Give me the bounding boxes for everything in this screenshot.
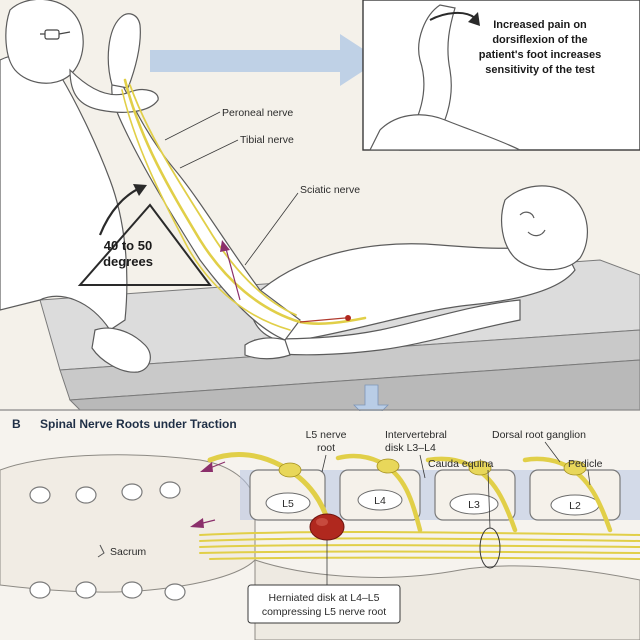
label-pedicle: Pedicle	[568, 458, 603, 470]
inset-callout-line-1: Increased pain on	[493, 19, 587, 31]
inset-callout-line-2: dorsiflexion of the	[492, 34, 587, 46]
label-disk-line-2: disk L3–L4	[385, 442, 436, 454]
panel-b-title: Spinal Nerve Roots under Traction	[40, 417, 237, 431]
label-peroneal-nerve: Peroneal nerve	[222, 107, 293, 119]
vertebra-label-l3: L3	[468, 499, 480, 511]
herniated-callout-line-1: Herniated disk at L4–L5	[269, 592, 380, 604]
panel-b-letter: B	[12, 417, 21, 431]
angle-line-1: 40 to 50	[104, 238, 152, 253]
sacrum-bone	[0, 455, 255, 600]
patient-hand	[245, 338, 290, 359]
vertebra-label-l4: L4	[374, 495, 386, 507]
label-cauda-equina: Cauda equina	[428, 458, 494, 470]
herniated-callout-line-2: compressing L5 nerve root	[262, 606, 386, 618]
panel-b: L5 L4 L3 L2	[0, 411, 640, 640]
label-sciatic-nerve: Sciatic nerve	[300, 184, 360, 196]
angle-line-2: degrees	[103, 254, 153, 269]
label-disk-line-1: Intervertebral	[385, 429, 447, 441]
vertebra-label-l5: L5	[282, 498, 294, 510]
vertebra-label-l2: L2	[569, 500, 581, 512]
herniated-disk	[310, 514, 344, 540]
inset-callout-line-4: sensitivity of the test	[485, 64, 595, 76]
patient-head	[502, 186, 588, 270]
examiner-head	[6, 0, 83, 83]
dorsiflexion-inset: Increased pain on dorsiflexion of the pa…	[363, 0, 640, 150]
panel-a: 40 to 50 degrees Peroneal nerve Tibial n…	[0, 0, 640, 422]
label-l5-nerve-line-1: L5 nerve	[306, 429, 347, 441]
inset-callout-line-3: patient's foot increases	[479, 49, 601, 61]
label-l5-nerve-line-2: root	[317, 442, 335, 454]
label-sacrum: Sacrum	[110, 546, 146, 558]
label-dorsal-root-ganglion: Dorsal root ganglion	[492, 429, 586, 441]
label-tibial-nerve: Tibial nerve	[240, 134, 294, 146]
nerve-root-marker	[345, 315, 351, 321]
